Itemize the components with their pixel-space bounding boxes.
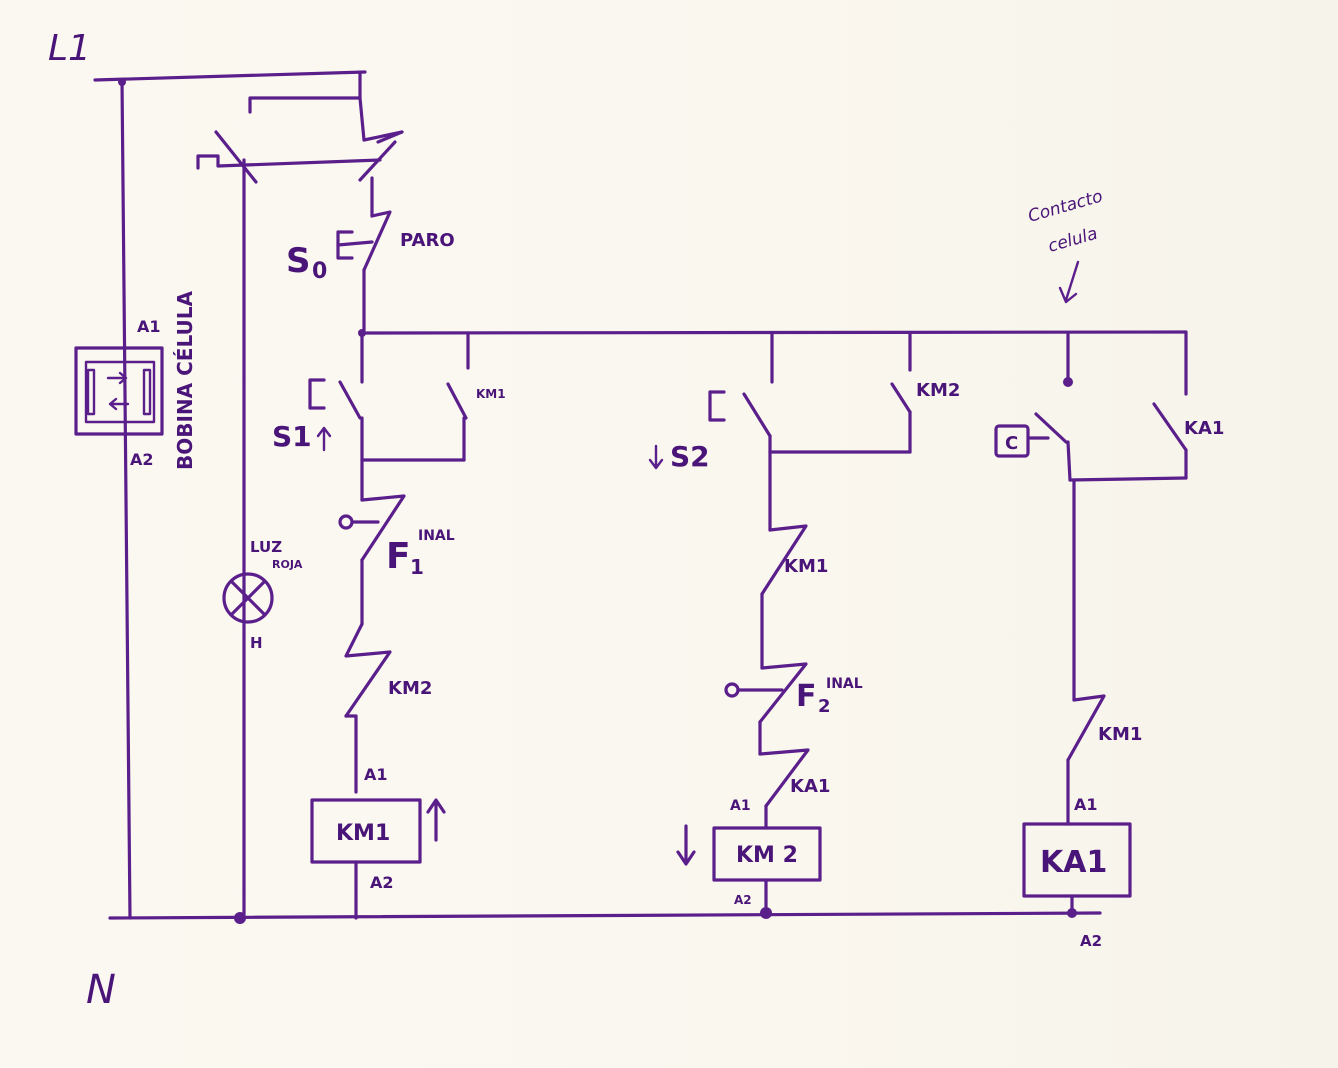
- rung1-coil-a1: A1: [364, 765, 388, 784]
- rung2-coil: [712, 826, 822, 882]
- stop-button-s0[interactable]: [336, 210, 392, 332]
- rung2-coil-label: KM 2: [736, 843, 798, 868]
- rung2-down-arrow-icon: [648, 444, 664, 470]
- cell-coil-a1: A1: [137, 317, 161, 336]
- rung3-hold-contact-label: KA1: [1184, 418, 1224, 439]
- lamp-label-1: LUZ: [250, 538, 282, 556]
- cell-coil: [74, 346, 164, 436]
- rung1-limit-sup: INAL: [418, 528, 455, 544]
- rung1-coil-label: KM1: [336, 821, 390, 846]
- rung2-pushbutton-label: S2: [670, 440, 710, 473]
- rung2-limit-sub: 2: [818, 696, 831, 717]
- rung3-interlock-label: KM1: [1098, 724, 1142, 745]
- cell-coil-a2: A2: [130, 450, 154, 469]
- lamp-tag: H: [250, 634, 263, 652]
- rung2-coil-a1: A1: [730, 798, 751, 814]
- cell-contact-note-2: celula: [1046, 224, 1100, 257]
- stop-button-subscript: 0: [312, 259, 327, 284]
- lamp-label-2: ROJA: [272, 558, 303, 571]
- rung1-hold-contact-label: KM1: [476, 387, 506, 401]
- rung2-hold-contact-label: KM2: [916, 380, 960, 401]
- neutral-rail: [108, 907, 1102, 924]
- rung3-coil-a1: A1: [1074, 795, 1098, 814]
- rung1-pushbutton-label: S1: [272, 420, 312, 453]
- l1-rail: [93, 70, 367, 920]
- rung1-interlock-label: KM2: [388, 678, 432, 699]
- rung1-up-arrow-icon: [316, 426, 332, 452]
- rung3-cell-contact: [994, 424, 1030, 458]
- red-lamp: [222, 572, 274, 624]
- rung2-relay-contact-label: KA1: [790, 776, 830, 797]
- rung1-limit-sub: 1: [410, 555, 424, 579]
- rung1-coil-a2: A2: [370, 873, 394, 892]
- cell-contact-note-1: Contacto: [1026, 186, 1105, 226]
- rung3-coil-label: KA1: [1040, 845, 1107, 880]
- rung2-wiring: [676, 331, 912, 914]
- rung2-limit-sup: INAL: [826, 676, 863, 692]
- rung1-limit-switch-label: F: [386, 536, 411, 577]
- rung1-coil: [310, 798, 422, 864]
- rail-l1-label: L1: [48, 28, 91, 69]
- rung3-wiring: [1028, 331, 1188, 914]
- rail-n-label: N: [86, 967, 116, 1013]
- rung3-coil-a2: A2: [1080, 932, 1102, 950]
- rung2-limit-switch-label: F: [796, 679, 817, 714]
- rung2-interlock-label: KM1: [784, 556, 828, 577]
- rung2-coil-a2: A2: [734, 893, 752, 907]
- rung3-cell-contact-tag: C: [1005, 433, 1018, 454]
- stop-button-tag: S: [286, 241, 311, 281]
- cell-note-arrow-icon: [1058, 260, 1080, 304]
- main-switch-top: [196, 70, 404, 920]
- stop-button-label: PARO: [400, 230, 455, 251]
- rung3-coil: [1022, 822, 1132, 898]
- cell-coil-caption: BOBINA CÉLULA: [173, 291, 197, 470]
- rung1-wiring: [308, 331, 470, 920]
